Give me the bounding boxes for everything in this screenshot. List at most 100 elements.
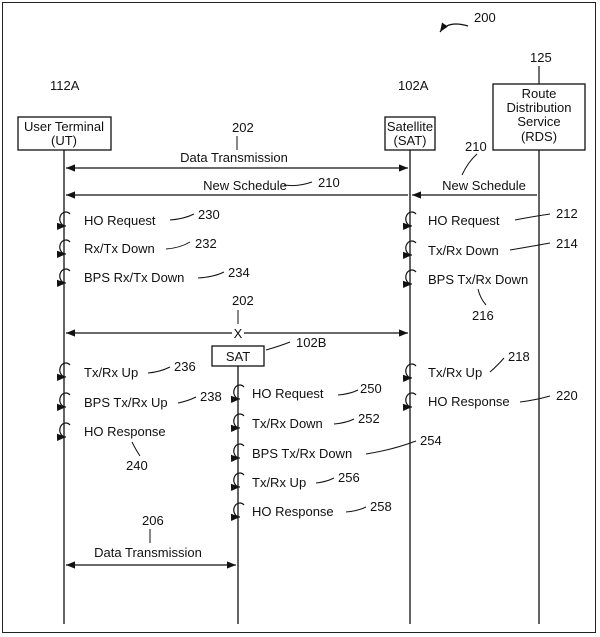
link-ref: 202	[232, 293, 254, 308]
ref-leader	[489, 357, 505, 373]
sat2-step-txrx-up: Tx/Rx Up 256	[230, 470, 360, 491]
ut-step-txrx-up: Tx/Rx Up 236	[56, 359, 196, 381]
ut-box	[17, 116, 112, 151]
rds-name-line3: Service	[517, 114, 560, 129]
msg-ref: 210	[465, 139, 487, 154]
ut-step-ho-request: HO Request 230	[56, 207, 220, 230]
ref-leader	[165, 241, 191, 250]
ut-abbrev: (UT)	[51, 133, 77, 148]
sat-step-txrx-down: Tx/Rx Down 214	[402, 236, 578, 259]
step-label: BPS Tx/Rx Down	[428, 272, 528, 287]
step-ref: 236	[174, 359, 196, 374]
ref-leader	[519, 395, 551, 403]
self-loop-arrow	[230, 472, 245, 491]
ref-leader	[147, 366, 171, 374]
link-break: 202 X	[66, 293, 408, 341]
ref-leader	[333, 418, 355, 425]
sat-step-ho-response: HO Response 220	[402, 388, 578, 411]
ref-leader	[477, 288, 487, 306]
ref-leader	[461, 153, 478, 176]
msg-data-transmission-top: 202 Data Transmission	[66, 120, 408, 172]
step-ref: 238	[200, 389, 222, 404]
step-ref: 212	[556, 206, 578, 221]
step-label: Tx/Rx Up	[84, 365, 138, 380]
msg-label: New Schedule	[442, 178, 526, 193]
step-ref: 218	[508, 349, 530, 364]
figure-pointer-arrow	[439, 22, 469, 33]
sat2-step-txrx-down: Tx/Rx Down 252	[230, 411, 380, 432]
self-loop-arrow	[402, 269, 417, 288]
ref-leader	[265, 341, 291, 351]
figure-number-text: 200	[474, 10, 496, 25]
self-loop-arrow	[402, 392, 417, 411]
sat-entity: 102A Satellite (SAT)	[384, 78, 436, 151]
ut-step-ho-response: HO Response 240	[56, 422, 166, 473]
msg-label: Data Transmission	[180, 150, 288, 165]
ref-leader	[177, 396, 197, 404]
ut-step-rxtx-down: Rx/Tx Down 232	[56, 236, 217, 258]
msg-label: New Schedule	[203, 178, 287, 193]
sat2-box	[211, 345, 265, 367]
sat-box	[384, 116, 436, 151]
ref-leader	[131, 441, 141, 457]
ut-ref: 112A	[50, 78, 80, 93]
self-loop-arrow	[230, 413, 245, 432]
step-ref: 240	[126, 458, 148, 473]
break-mark: X	[234, 326, 243, 341]
sat2-step-ho-response: HO Response 258	[230, 499, 392, 521]
step-label: HO Request	[84, 213, 156, 228]
step-ref: 230	[198, 207, 220, 222]
ref-leader	[365, 440, 417, 455]
msg-data-transmission-bottom: 206 Data Transmission	[66, 513, 236, 569]
step-label: Tx/Rx Down	[428, 243, 499, 258]
ut-entity: 112A User Terminal (UT)	[17, 78, 112, 151]
ut-name: User Terminal	[24, 119, 104, 134]
self-loop-arrow	[402, 363, 417, 382]
msg-new-schedule-rds: 210 New Schedule	[412, 139, 537, 199]
ref-leader	[509, 242, 551, 251]
ut-step-bps-txrx-up: BPS Tx/Rx Up 238	[56, 389, 222, 411]
step-ref: 256	[338, 470, 360, 485]
ref-leader	[337, 389, 359, 396]
rds-name-line2: Distribution	[506, 100, 571, 115]
step-label: HO Response	[428, 394, 510, 409]
step-ref: 254	[420, 433, 442, 448]
sat-ref: 102A	[398, 78, 429, 93]
step-ref: 250	[360, 381, 382, 396]
rds-abbrev: (RDS)	[521, 129, 557, 144]
step-ref: 214	[556, 236, 578, 251]
sat-step-bps-txrx-down: BPS Tx/Rx Down 216	[402, 269, 528, 323]
step-label: BPS Tx/Rx Up	[84, 395, 168, 410]
step-ref: 234	[228, 265, 250, 280]
ref-leader	[197, 271, 225, 279]
ref-leader	[169, 213, 195, 221]
sat2-step-bps-txrx-down: BPS Tx/Rx Down 254	[230, 433, 442, 462]
self-loop-arrow	[402, 211, 417, 230]
step-label: HO Response	[252, 504, 334, 519]
self-loop-arrow	[230, 384, 245, 403]
step-label: HO Request	[428, 213, 500, 228]
sat2-entity: SAT 102B	[211, 335, 326, 367]
msg-label: Data Transmission	[94, 545, 202, 560]
sat-abbrev: (SAT)	[394, 133, 427, 148]
self-loop-arrow	[56, 211, 71, 230]
figure-number: 200	[439, 10, 496, 33]
step-label: BPS Tx/Rx Down	[252, 446, 352, 461]
sat-step-txrx-up: Tx/Rx Up 218	[402, 349, 530, 382]
step-label: Tx/Rx Down	[252, 416, 323, 431]
self-loop-arrow	[56, 362, 71, 381]
sat2-name: SAT	[226, 349, 250, 364]
sat-step-ho-request: HO Request 212	[402, 206, 578, 230]
rds-box	[492, 83, 586, 151]
self-loop-arrow	[230, 443, 245, 462]
step-ref: 216	[472, 308, 494, 323]
ref-leader	[315, 477, 335, 484]
self-loop-arrow	[56, 268, 71, 287]
step-label: BPS Rx/Tx Down	[84, 270, 184, 285]
step-label: Tx/Rx Up	[252, 475, 306, 490]
ref-leader	[514, 213, 551, 221]
sat2-ref: 102B	[296, 335, 326, 350]
